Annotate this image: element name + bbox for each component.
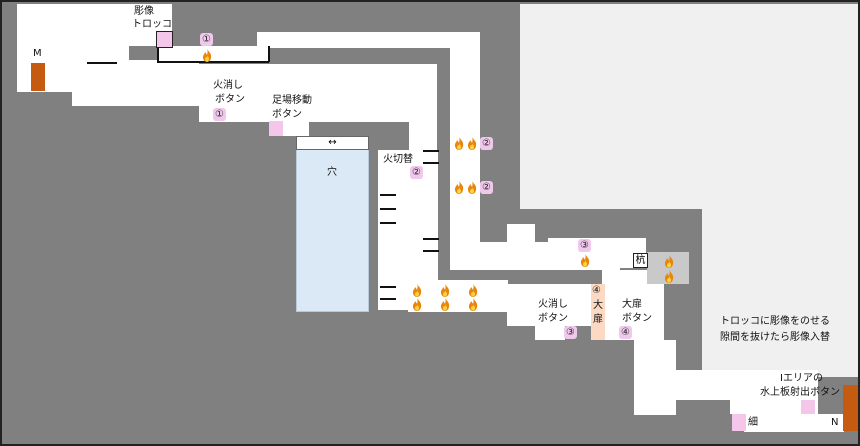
fire-icon	[412, 298, 422, 311]
marker-two: ②	[410, 166, 423, 179]
marker-three: ③	[578, 239, 591, 252]
wall-segment	[157, 46, 159, 62]
floor-area	[535, 324, 565, 340]
trolley-label-line2: トロッコ	[132, 19, 172, 30]
marker-two: ②	[480, 181, 493, 194]
fire-icon	[468, 298, 478, 311]
floor-area	[634, 340, 676, 415]
scaffold-button-label-line2: ボタン	[272, 109, 302, 120]
wall-segment	[87, 62, 117, 64]
floor-area	[72, 60, 199, 106]
wall-segment	[423, 238, 439, 240]
wall-segment	[423, 150, 439, 152]
big-door	[591, 284, 605, 340]
fire-icon	[454, 181, 464, 194]
fire-icon	[412, 284, 422, 297]
fire-icon	[467, 181, 477, 194]
door-m	[31, 63, 45, 91]
big-door-label-3: 扉	[593, 314, 603, 325]
i-area-button-label-line1: Iエリアの	[780, 373, 823, 384]
wall-segment	[380, 194, 396, 196]
floor-area	[548, 238, 646, 268]
big-door-button-label-line2: ボタン	[622, 313, 652, 324]
hint-text-line2: 隙間を抜けたら彫像入替	[720, 332, 830, 343]
marker-four: ④	[619, 326, 632, 339]
i-area-button-label-line2: 水上板射出ボタン	[760, 387, 840, 398]
floor-area	[257, 32, 479, 48]
scaffold-button[interactable]	[269, 121, 283, 136]
fire-off-button-3-label-line2: ボタン	[538, 313, 568, 324]
big-door-label-2: 大	[593, 300, 603, 311]
stake: 杭	[633, 253, 648, 268]
fire-switch-label: 火切替	[383, 154, 413, 165]
outside-area	[520, 4, 858, 209]
narrow-passage	[732, 414, 746, 431]
big-door-button-label-line1: 大扉	[622, 299, 642, 310]
door-m-label: M	[33, 48, 42, 59]
fire-icon	[202, 49, 212, 62]
floor-area	[199, 64, 437, 122]
wall-segment	[380, 298, 396, 300]
wall-segment	[423, 250, 439, 252]
wall-segment	[380, 286, 396, 288]
marker-three: ③	[564, 326, 577, 339]
pit-arrow: ↔	[296, 136, 369, 150]
fire-off-button-1-label-line2: ボタン	[215, 94, 245, 105]
floor-area	[17, 4, 172, 46]
trolley-statue[interactable]	[156, 31, 173, 48]
wall-segment	[380, 222, 396, 224]
fire-icon	[467, 137, 477, 150]
marker-one: ①	[200, 33, 213, 46]
marker-two: ②	[480, 137, 493, 150]
narrow-passage-label: 細	[748, 417, 758, 428]
big-door-label-1: ④	[592, 285, 601, 296]
fire-icon	[440, 298, 450, 311]
floor-area	[507, 224, 535, 252]
fire-icon	[454, 137, 464, 150]
marker-one: ①	[213, 108, 226, 121]
hint-text-line1: トロッコに彫像をのせる	[720, 316, 830, 327]
fire-icon	[664, 270, 674, 283]
wall-segment	[380, 208, 396, 210]
fire-off-button-3-label-line1: 火消し	[538, 299, 568, 310]
floor-area	[408, 280, 508, 312]
wall-segment	[268, 46, 270, 62]
trolley-label-line1: 彫像	[134, 6, 154, 17]
floor-area	[157, 46, 269, 62]
wall-segment	[423, 162, 439, 164]
fire-icon	[440, 284, 450, 297]
wall-segment	[157, 61, 269, 63]
fire-icon	[468, 284, 478, 297]
i-area-water-plate-button[interactable]	[801, 400, 815, 414]
fire-icon	[580, 254, 590, 267]
door-n	[843, 385, 858, 431]
scaffold-button-label-line1: 足場移動	[272, 95, 312, 106]
pit-label: 穴	[327, 167, 337, 178]
door-n-label: N	[831, 417, 839, 428]
fire-icon	[664, 255, 674, 268]
fire-off-button-1-label-line1: 火消し	[213, 80, 243, 91]
floor-area	[744, 414, 844, 432]
outside-area-lower	[702, 207, 858, 377]
